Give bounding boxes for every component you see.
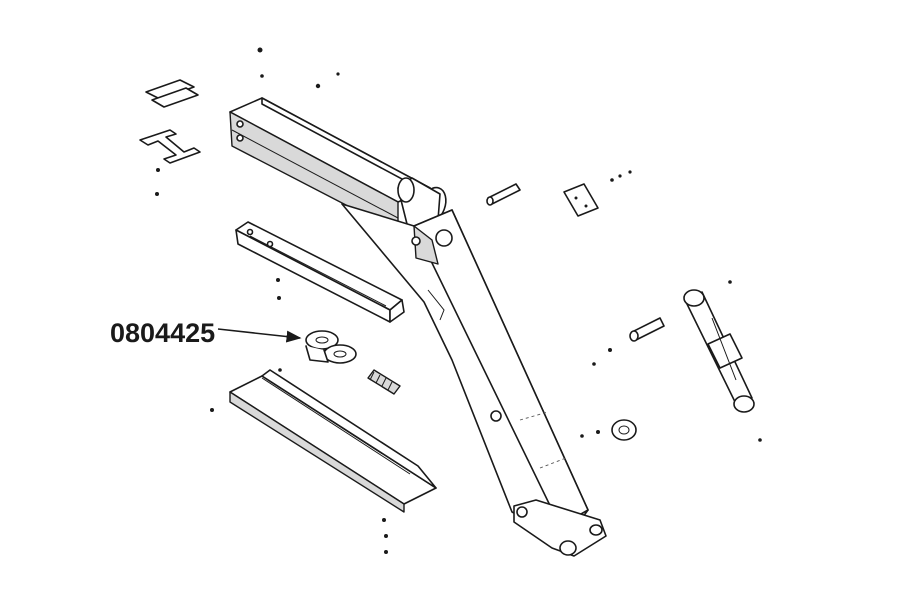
slide-channel-upper <box>235 221 405 323</box>
flat-plate-pair <box>145 79 199 108</box>
nut <box>611 419 637 441</box>
boom-collar <box>397 177 447 229</box>
trough-channel <box>229 369 437 513</box>
bushing-clip <box>305 330 357 364</box>
spring <box>367 369 401 395</box>
boom-foot <box>513 499 607 557</box>
right-linkage <box>683 289 755 413</box>
pin-upper <box>486 183 521 206</box>
part-number-label: 0804425 <box>110 318 215 348</box>
pin-middle <box>629 317 665 342</box>
part-callout: 0804425 <box>110 318 302 348</box>
h-bracket <box>139 129 201 164</box>
hardware-fasteners <box>155 47 762 554</box>
upper-mount-tube <box>229 97 431 233</box>
small-plate <box>563 183 599 217</box>
callout-leader-arrow <box>217 328 302 343</box>
